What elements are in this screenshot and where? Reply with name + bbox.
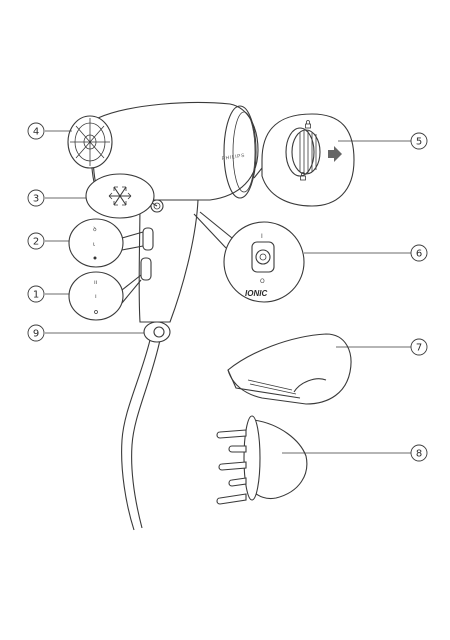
callout-2: 2 [27, 232, 45, 250]
svg-text:1: 1 [33, 290, 39, 301]
callout-7: 7 [410, 338, 428, 356]
svg-text:3: 3 [33, 194, 39, 205]
speed-switch[interactable] [142, 227, 154, 251]
callout-3: 3 [27, 189, 45, 207]
leader-lines [45, 130, 411, 454]
svg-text:ı: ı [95, 293, 97, 300]
svg-text:6: 6 [416, 249, 422, 260]
callout-9: 9 [27, 324, 45, 342]
svg-text:8: 8 [416, 449, 422, 460]
callout-1: 1 [27, 285, 45, 303]
arrow-right-icon [328, 146, 342, 162]
callout-4: 4 [27, 122, 45, 140]
lock-icon [305, 120, 311, 129]
concentrator-nozzle [227, 333, 352, 405]
heat-switch[interactable] [140, 257, 152, 281]
callout-6: 6 [410, 244, 428, 262]
ionic-label: IONIC [245, 289, 267, 298]
svg-text:ıı: ıı [94, 279, 98, 286]
ionic-on-mark: I [261, 233, 263, 240]
svg-text:9: 9 [33, 329, 39, 340]
power-cord [121, 339, 151, 531]
hanging-loop [143, 321, 171, 343]
diffuser [253, 419, 308, 500]
speed-setting-detail [68, 218, 124, 268]
svg-text:ꝺ: ꝺ [93, 226, 97, 233]
svg-text:7: 7 [416, 343, 422, 354]
unlock-icon [300, 172, 306, 181]
svg-text:4: 4 [33, 127, 39, 138]
dryer-handle [138, 199, 199, 323]
callout-8: 8 [410, 444, 428, 462]
heat-setting-detail [68, 271, 124, 321]
brand-logo: PHILIPS [221, 153, 245, 162]
ionic-off-mark: O [260, 278, 265, 285]
callout-5: 5 [410, 132, 428, 150]
svg-text:2: 2 [33, 237, 39, 248]
diffuser-fingers [216, 429, 247, 505]
svg-text:5: 5 [416, 137, 422, 148]
svg-text:ι: ι [93, 241, 95, 248]
snowflake-icon [108, 186, 132, 206]
